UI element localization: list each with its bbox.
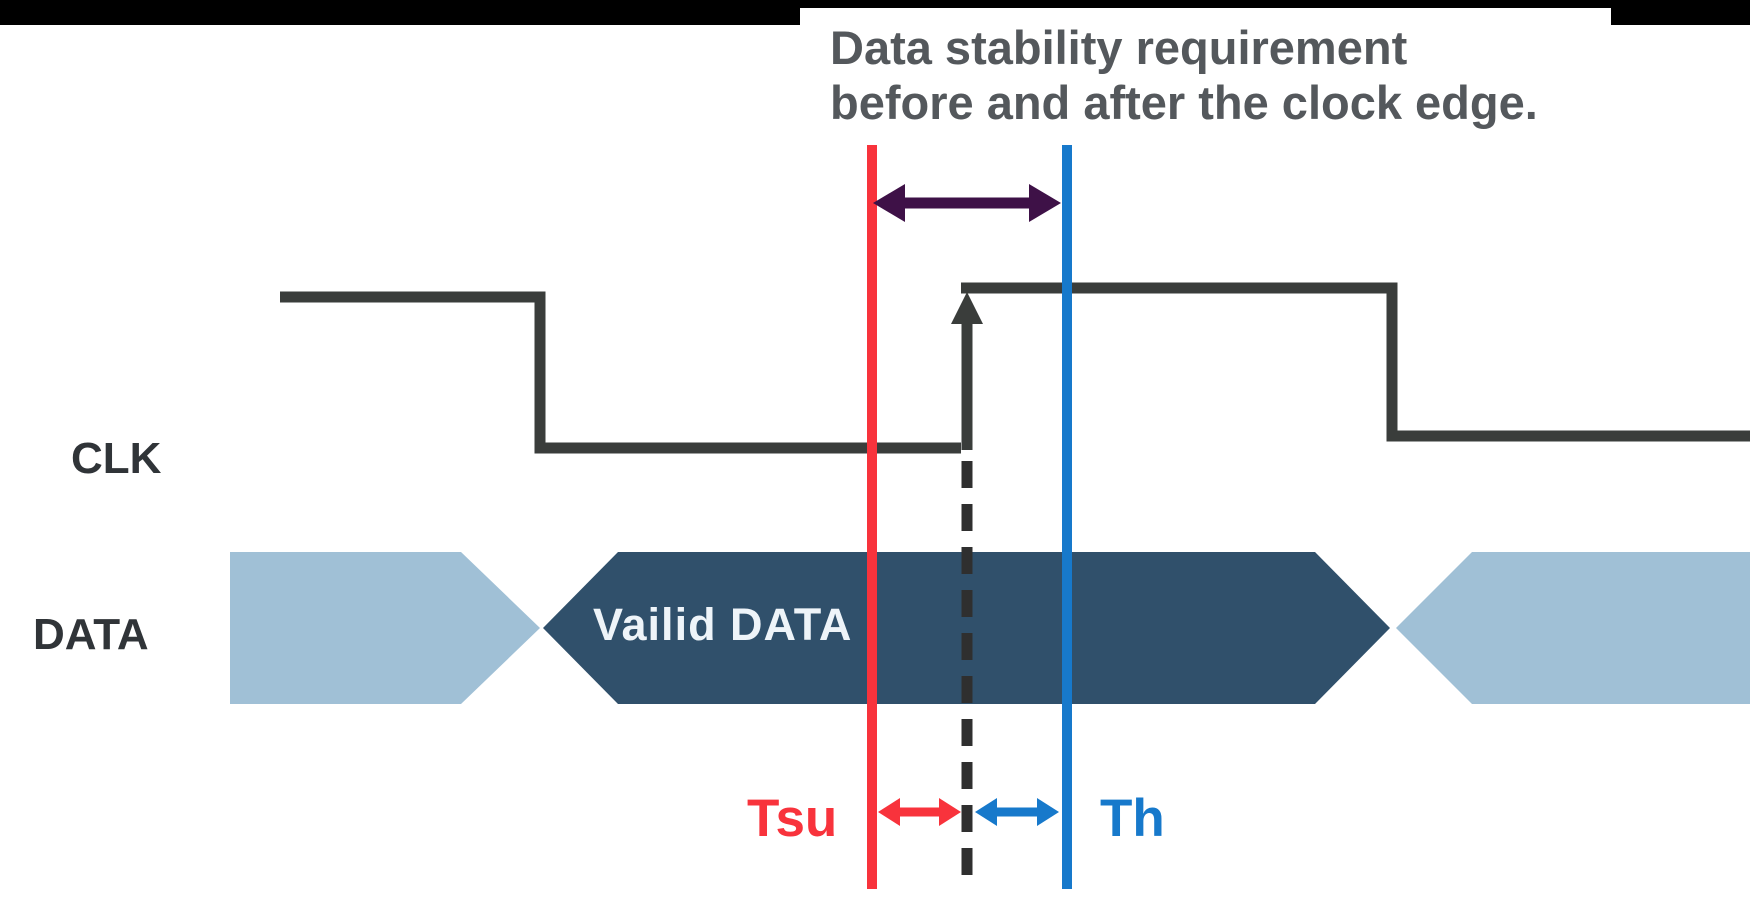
title-line-2: before and after the clock edge. (830, 76, 1538, 129)
clk-waveform (280, 282, 1750, 454)
hold-arrow (975, 798, 1059, 826)
valid-data-label: Vailid DATA (593, 599, 852, 650)
clk-second-pulse (961, 282, 1750, 442)
hold-arrow-right-head (1037, 798, 1059, 826)
clk-rising-edge-arrowhead (951, 292, 983, 324)
hold-arrow-left-head (975, 798, 997, 826)
title-callout-box (800, 8, 1611, 148)
stability-arrow-right-head (1029, 184, 1061, 222)
setup-time-label: Tsu (747, 789, 837, 848)
setup-arrow-shaft (896, 807, 943, 817)
setup-arrow (878, 798, 961, 826)
hold-time-line (1062, 145, 1072, 889)
hold-arrow-shaft (994, 807, 1040, 817)
title-line-1: Data stability requirement (830, 21, 1408, 74)
setup-arrow-right-head (939, 798, 961, 826)
hold-time-label: Th (1100, 789, 1165, 848)
data-invalid-right-shape (1396, 552, 1750, 704)
stability-arrow-left-head (873, 184, 905, 222)
data-label: DATA (33, 610, 149, 659)
clk-first-pulse (280, 291, 961, 454)
data-valid-shape (543, 552, 1390, 704)
stability-window-arrow (873, 184, 1061, 222)
setup-arrow-left-head (878, 798, 900, 826)
clk-label: CLK (71, 434, 162, 483)
setup-time-line (867, 145, 877, 889)
stability-arrow-shaft (899, 197, 1035, 209)
data-invalid-left-shape (230, 552, 540, 704)
